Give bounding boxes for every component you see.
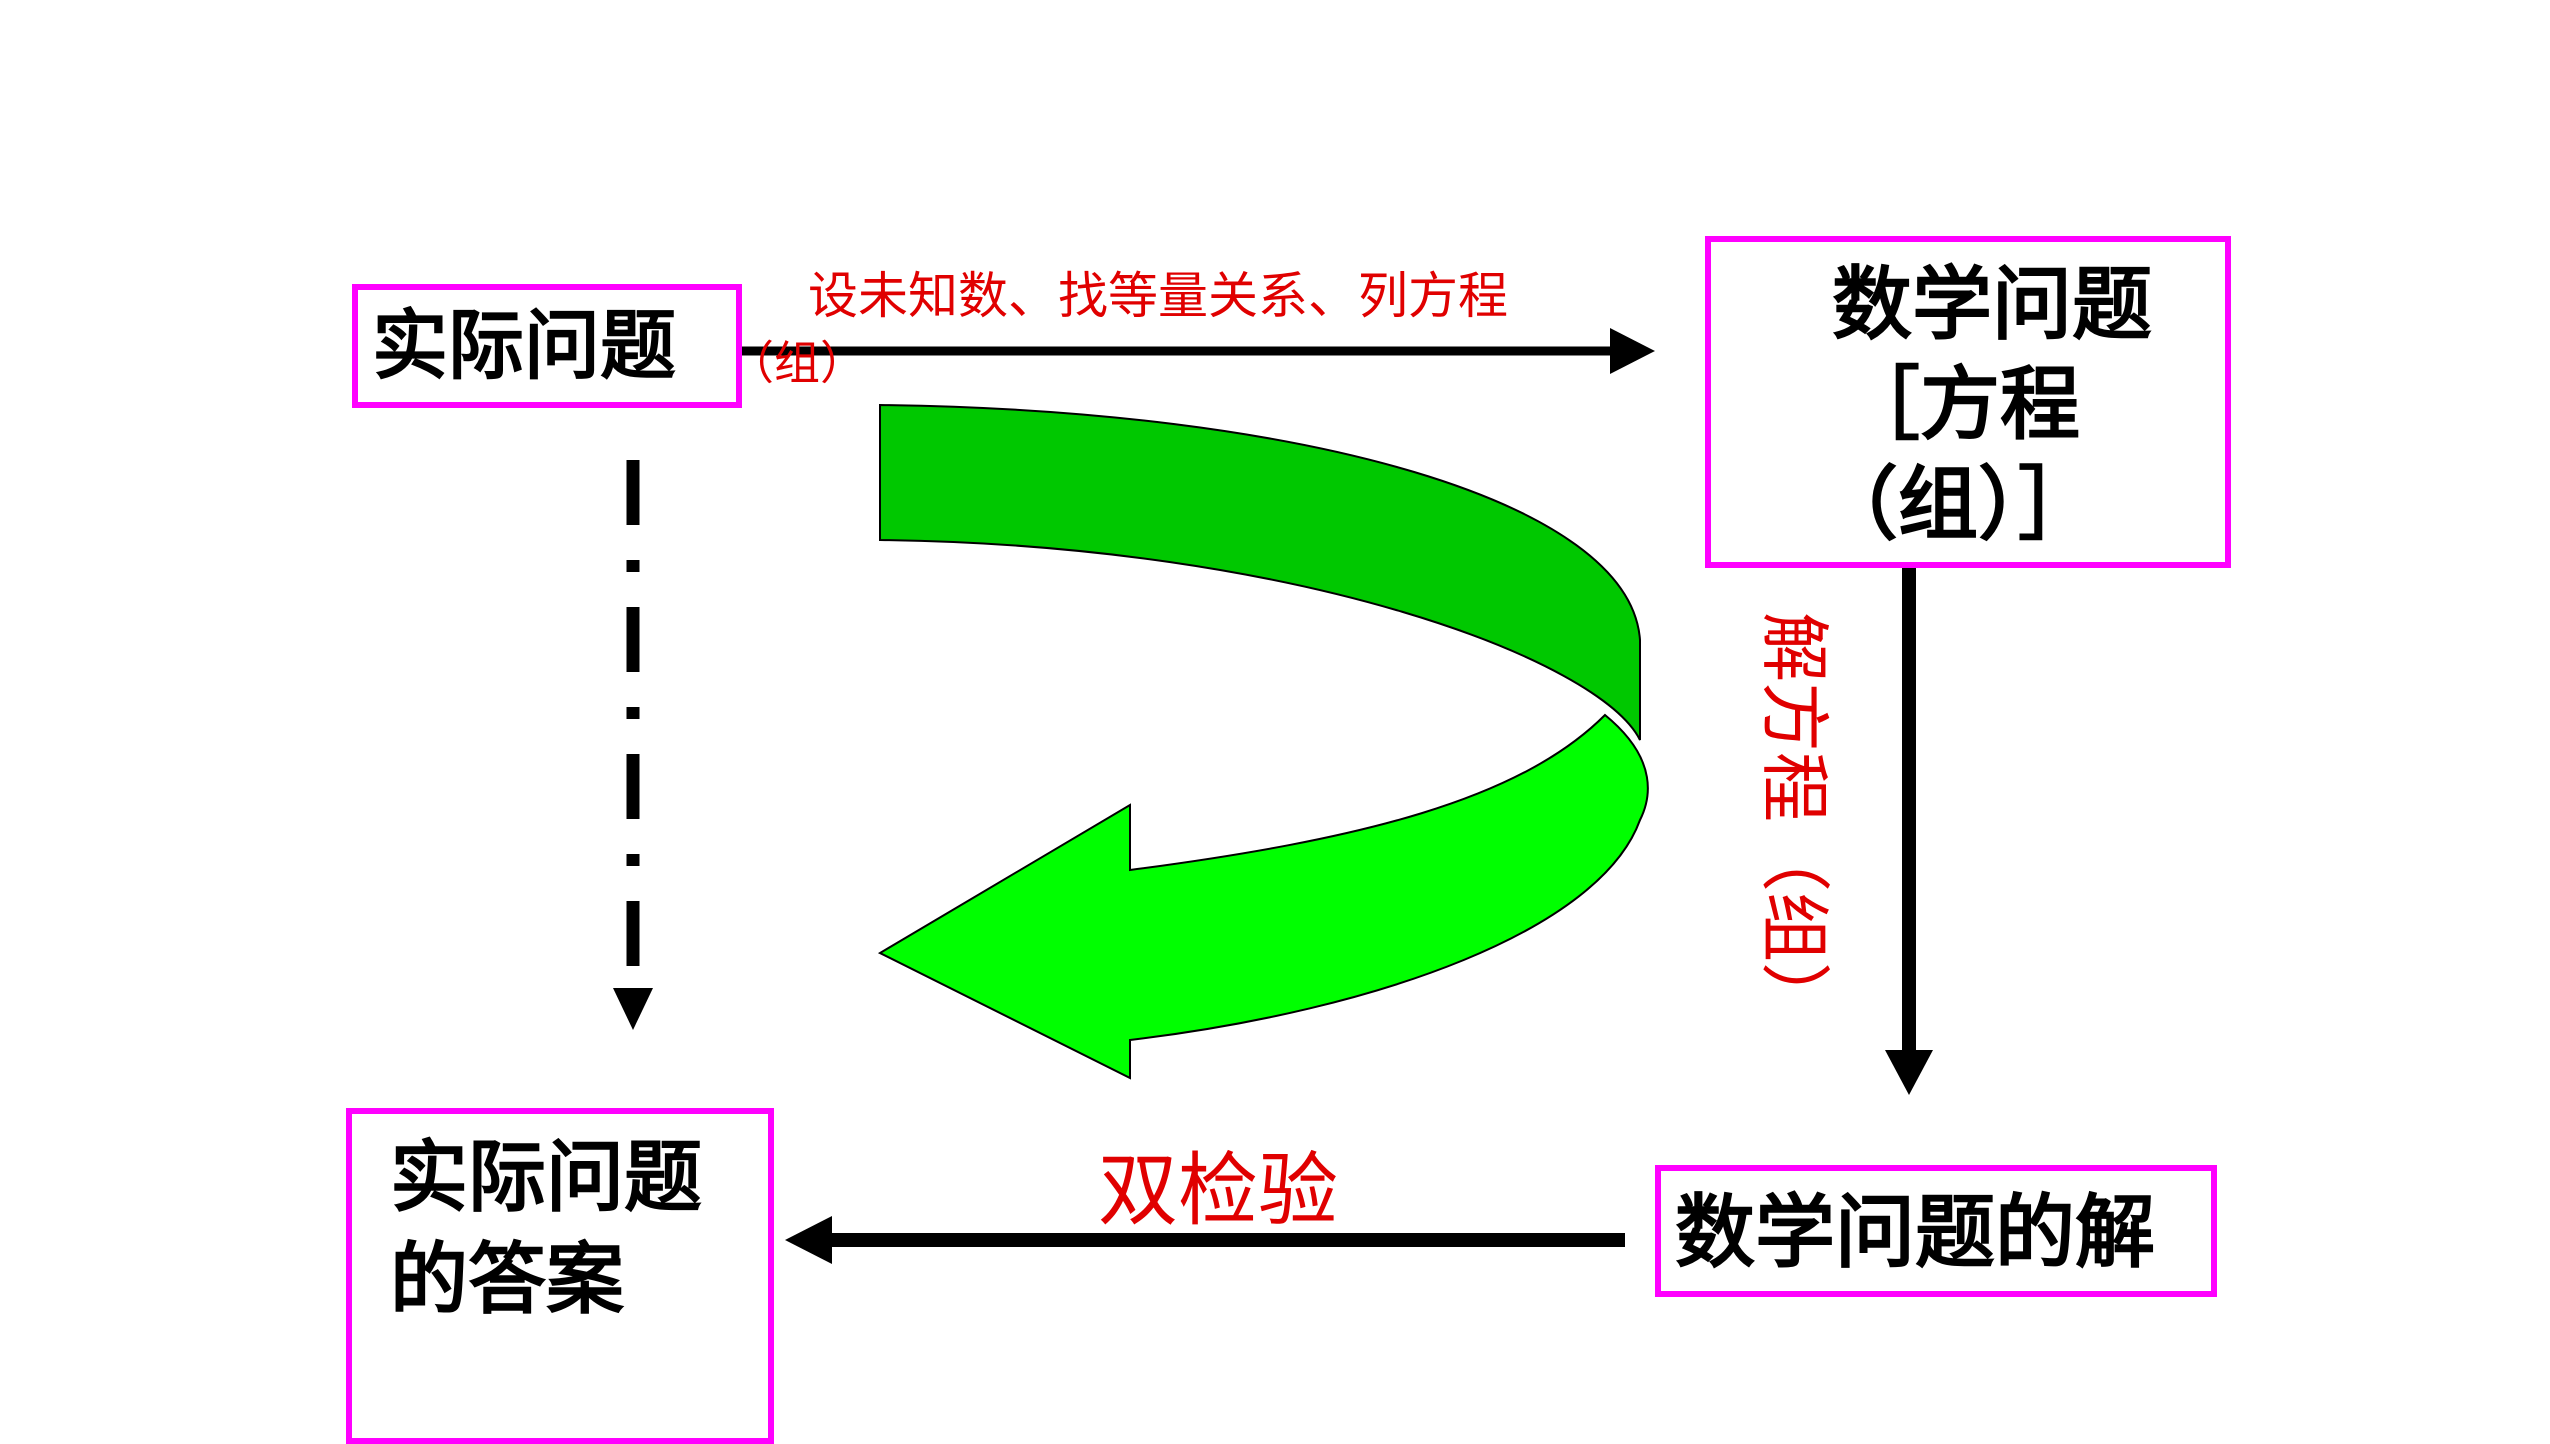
edge-setup-label: 设未知数、找等量关系、列方程 (808, 267, 1508, 325)
curved-green-arrow (877, 403, 1649, 1080)
node-math-problem-line2: ［方程 (1840, 358, 2080, 451)
node-math-solution (1655, 1165, 2217, 1297)
node-real-problem-label: 实际问题 (372, 301, 676, 390)
arrow-setup (740, 328, 1655, 374)
node-real-problem (352, 284, 742, 408)
node-real-answer-line1: 实际问题 (390, 1133, 703, 1223)
node-math-solution-label: 数学问题的解 (1675, 1186, 2155, 1279)
arrow-dashdot (613, 460, 653, 1030)
edge-check-label: 双检验 (1098, 1144, 1338, 1237)
node-real-answer-line2: 的答案 (390, 1235, 625, 1325)
node-math-problem-line3: （组）］ (1818, 458, 2098, 551)
edge-solve-label: 解方程（组） (1753, 612, 1835, 1032)
curved-arrow-band-front (877, 713, 1649, 1080)
node-real-answer (346, 1108, 774, 1444)
node-math-problem (1705, 236, 2231, 568)
curved-arrow-band-back (879, 403, 1641, 741)
node-math-problem-line1: 数学问题 (1832, 258, 2152, 351)
arrow-solve (1885, 470, 1933, 1095)
edge-setup-label-suffix: （组） (728, 336, 866, 390)
arrow-check (785, 1216, 1625, 1264)
